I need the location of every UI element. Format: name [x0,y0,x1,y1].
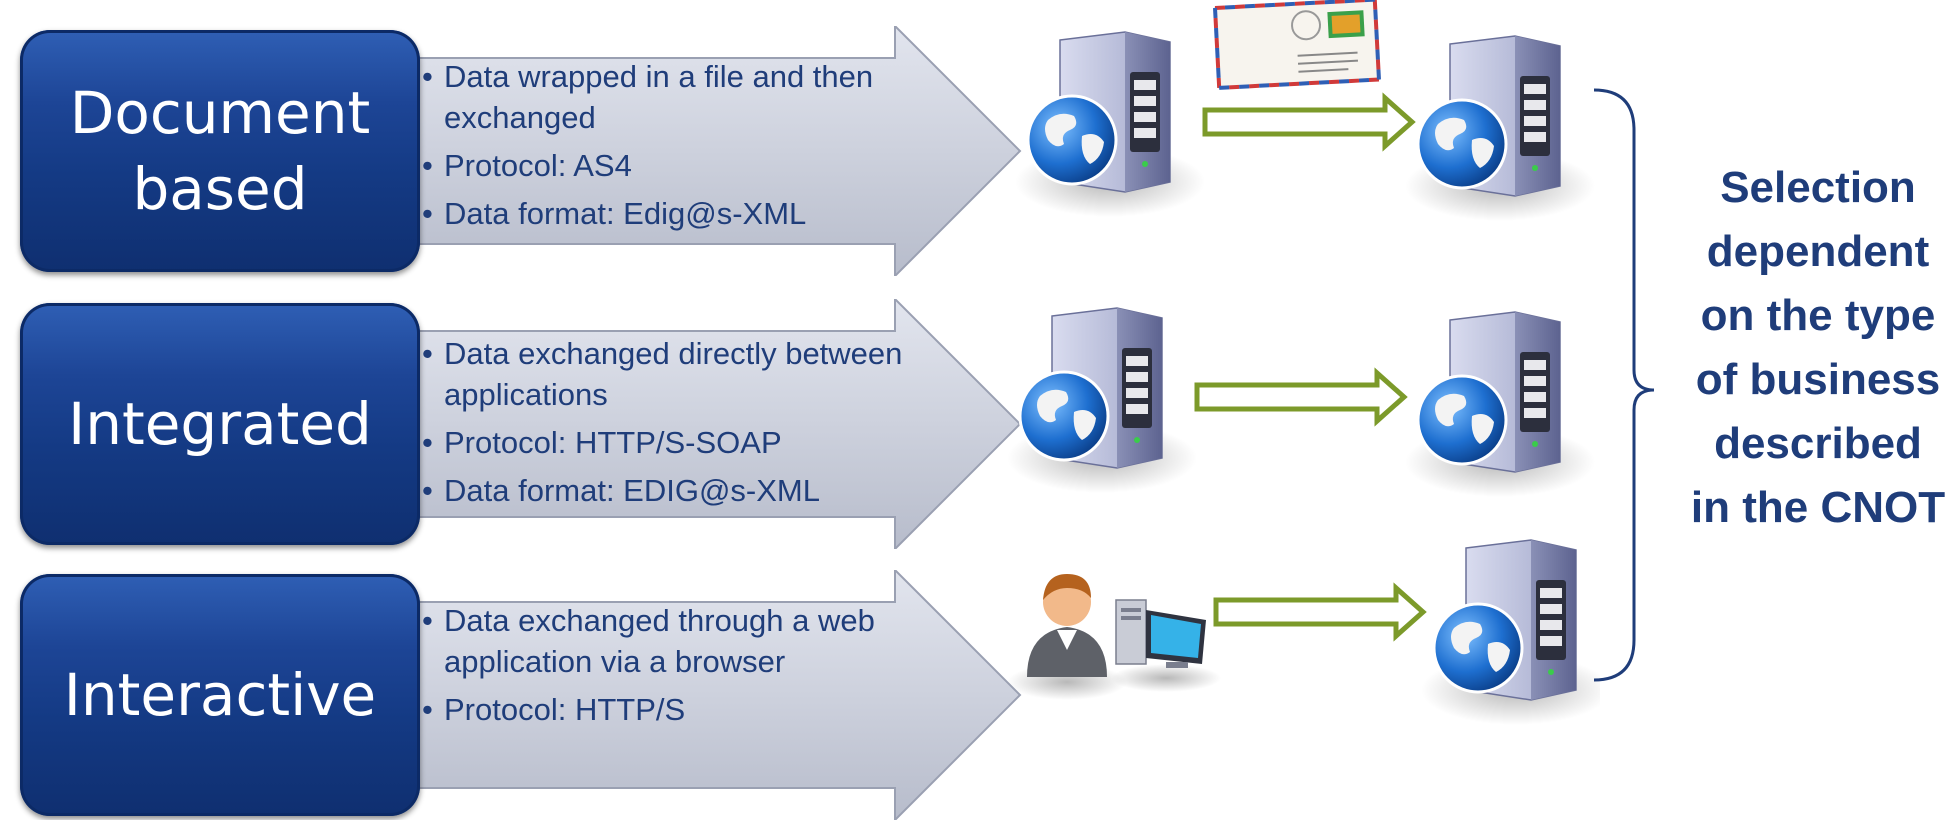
category-box-interactive: Interactive [20,574,420,816]
row-interactive: Interactive Data exchanged through a web… [0,570,1030,820]
bullet-item: Protocol: HTTP/S [422,689,942,730]
category-box-document-based: Document based [20,30,420,272]
right-arrow-icon [1194,367,1408,427]
bullet-item: Data format: Edig@s-XML [422,193,942,234]
category-title: Interactive [63,661,377,729]
right-arrow-icon [1213,582,1427,642]
bullet-item: Protocol: HTTP/S-SOAP [422,422,942,463]
server-globe-icon [1419,538,1600,727]
desktop-computer-icon [1111,599,1221,692]
bullet-item: Data wrapped in a file and then exchange… [422,56,942,138]
bullet-item: Protocol: AS4 [422,145,942,186]
category-title: Document based [69,79,371,223]
right-arrow-icon [1202,92,1416,152]
server-globe-icon [1403,310,1597,499]
category-title: Integrated [68,390,372,458]
server-globe-icon [1005,306,1199,495]
server-globe-icon [1403,34,1597,223]
bullet-item: Data format: EDIG@s-XML [422,470,942,511]
user-icon [1007,574,1127,700]
bullet-item: Data exchanged through a web application… [422,600,942,682]
row-integrated: Integrated Data exchanged directly betwe… [0,299,1030,549]
brace-icon [1593,88,1655,682]
bullet-list: Data wrapped in a file and then exchange… [422,56,942,241]
server-globe-icon [1013,30,1207,219]
bullet-list: Data exchanged through a web application… [422,600,942,737]
envelope-icon [1212,0,1382,90]
selection-note: Selection dependent on the type of busin… [1690,163,1946,532]
network-icons-layer [1005,0,1600,727]
bullet-item: Data exchanged directly between applicat… [422,333,942,415]
category-box-integrated: Integrated [20,303,420,545]
row-document-based: Document based Data wrapped in a file an… [0,26,1030,276]
bullet-list: Data exchanged directly between applicat… [422,333,942,518]
